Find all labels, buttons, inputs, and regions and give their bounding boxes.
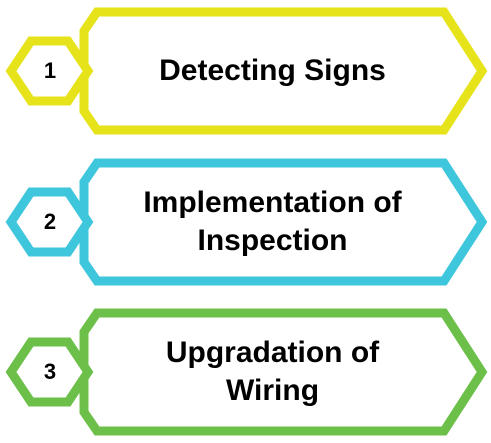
step-3-number: 3: [43, 359, 57, 384]
step-2-hexagon: [5, 187, 94, 257]
step-1-shape: [5, 7, 488, 135]
step-3-shape: [5, 308, 488, 436]
step-2-number: 2: [43, 209, 57, 234]
step-1-number: 1: [43, 58, 57, 83]
step-3-banner: [79, 308, 488, 436]
step-1-hexagon: [5, 36, 94, 106]
step-1-label: Detecting Signs: [159, 54, 386, 87]
step-2-banner: [79, 158, 488, 286]
step-3-label: Upgradation of Wiring: [165, 336, 380, 407]
step-1-banner: [79, 7, 488, 135]
step-2-label: Implementation of Inspection: [143, 186, 402, 257]
step-item-2: 2 Implementation of Inspection: [0, 157, 491, 287]
step-item-3: 3 Upgradation of Wiring: [0, 307, 491, 437]
step-3-hexagon: [5, 337, 94, 407]
step-item-1: 1 Detecting Signs: [0, 6, 491, 136]
step-2-shape: [5, 158, 488, 286]
